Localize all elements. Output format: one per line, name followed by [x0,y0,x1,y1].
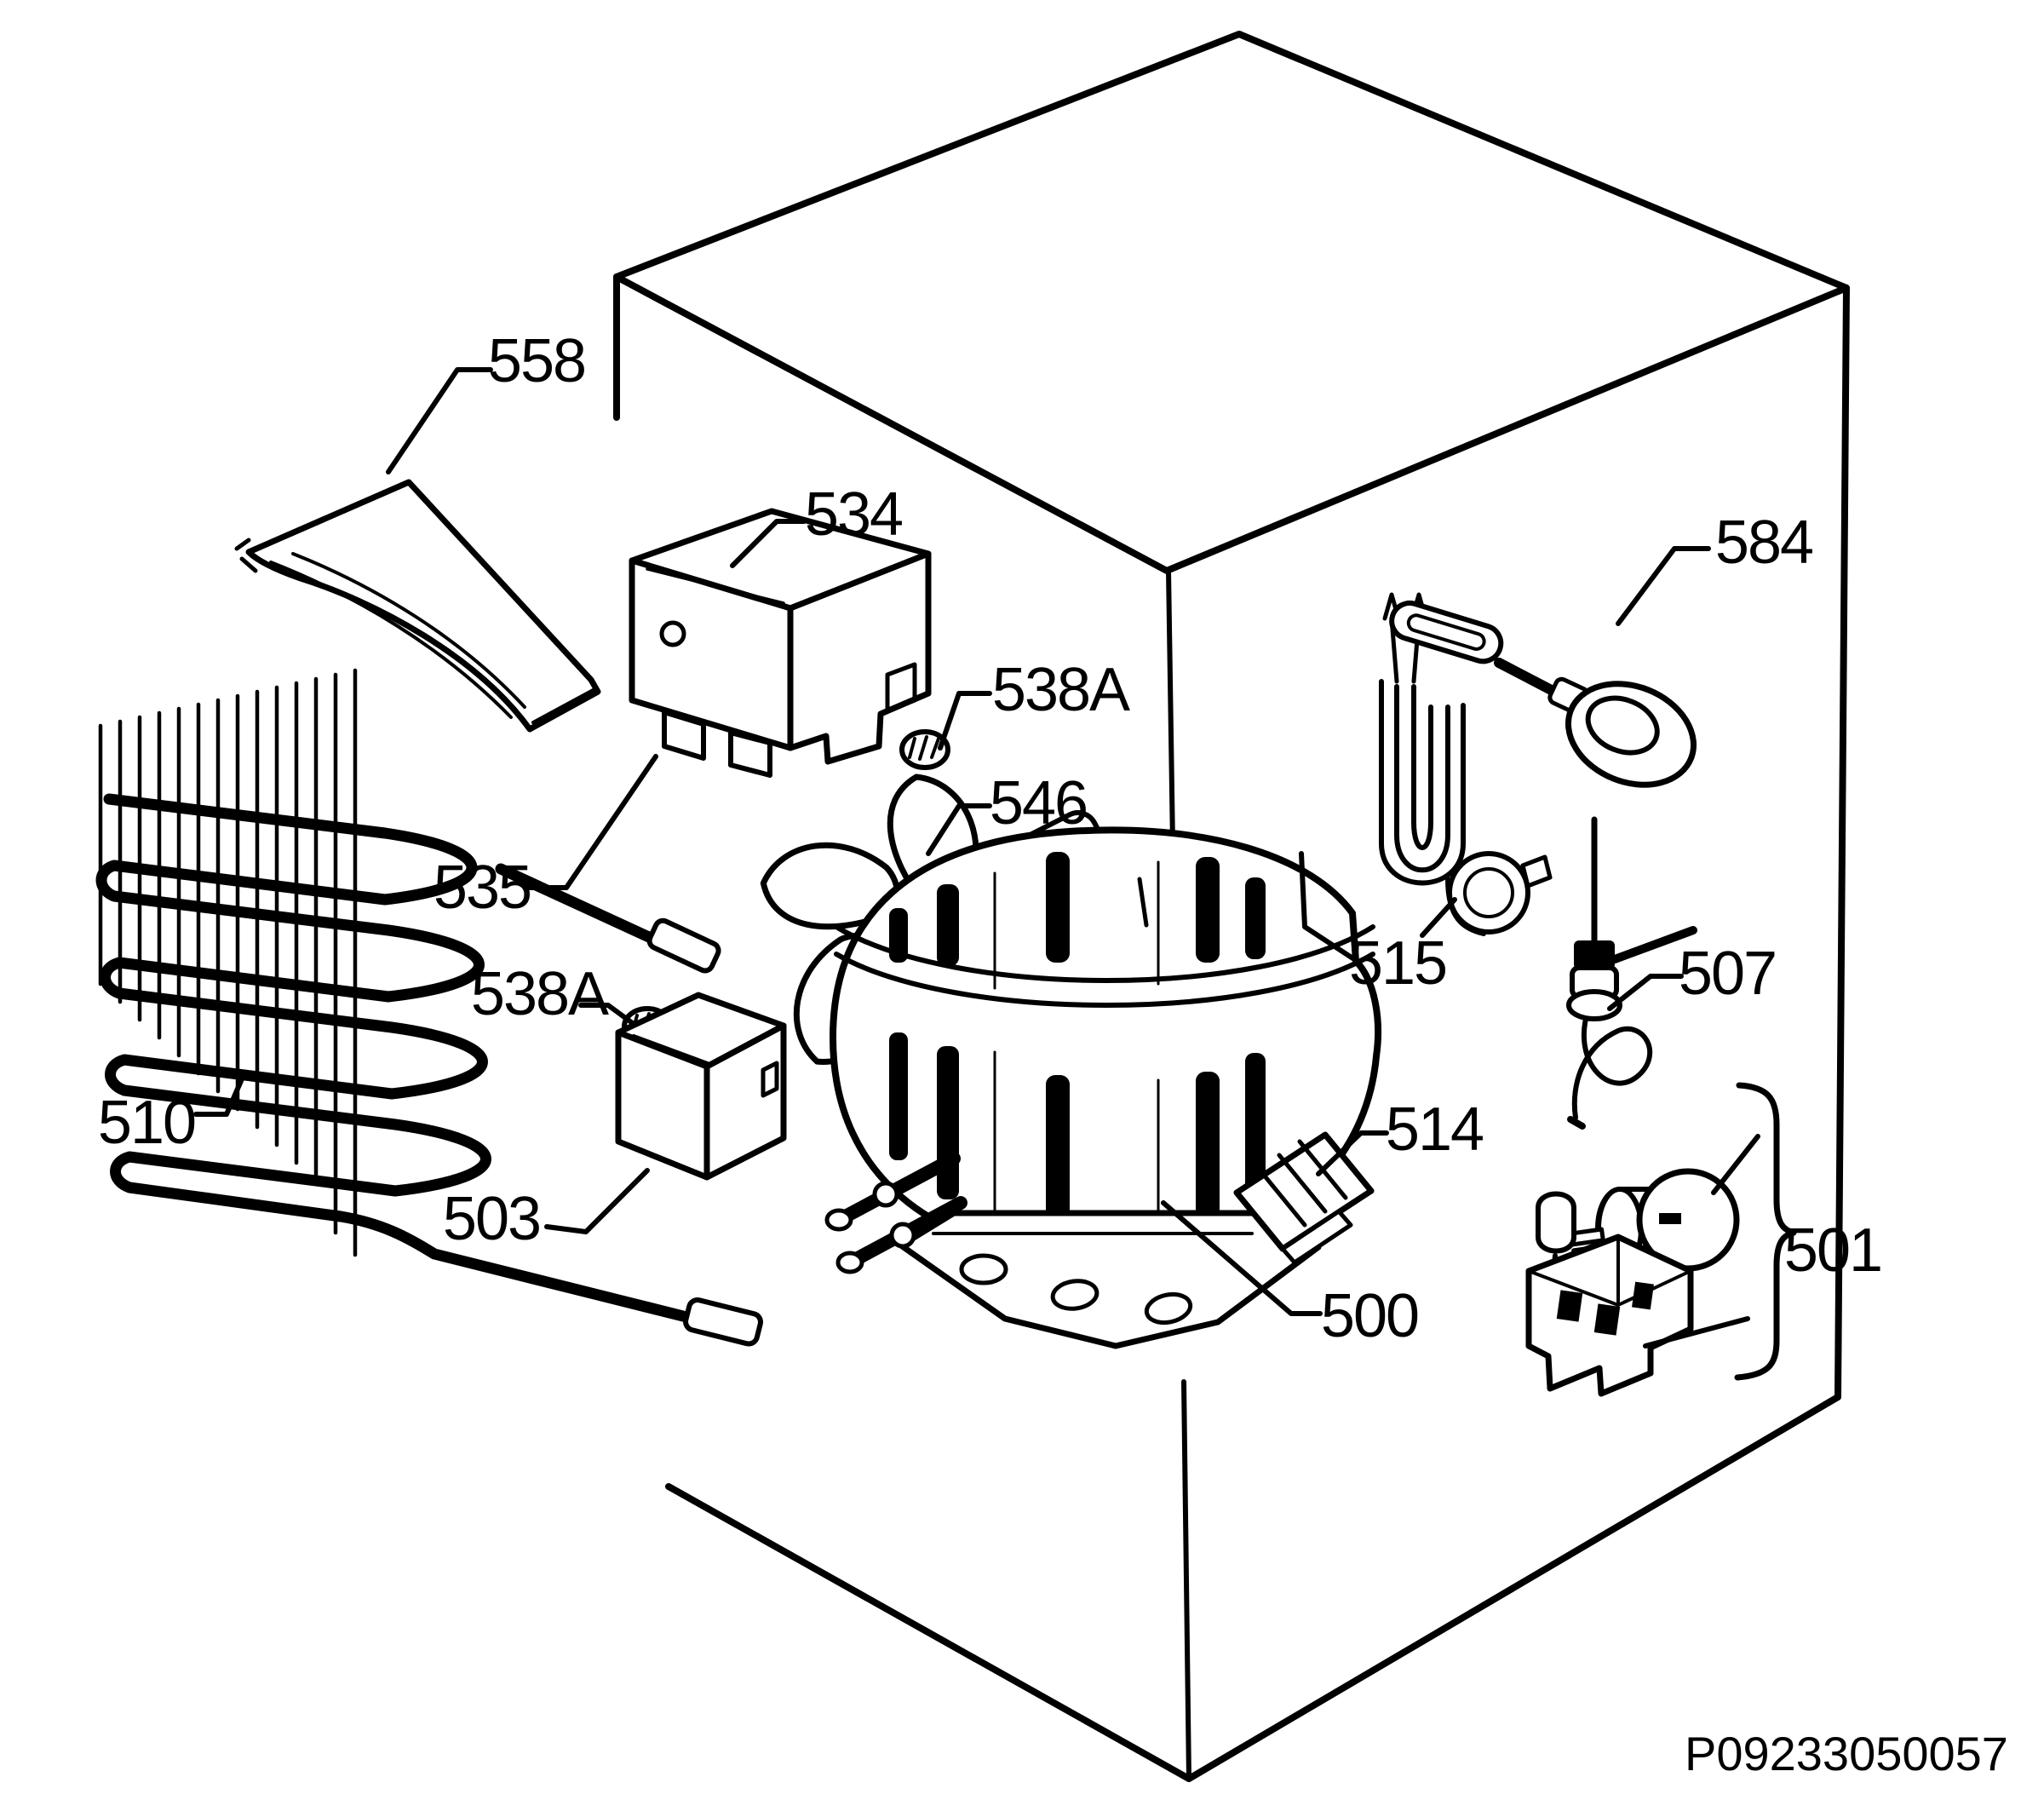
ptc-starter-drawing [615,992,787,1181]
part-label-fan-assembly: 546 [990,769,1087,837]
compressor-drawing [824,826,1382,1349]
compressor-stripes [889,852,1266,1242]
part-label-starter-device: 534 [805,480,902,549]
cabinet-outline [613,31,1850,1782]
evaporator-drawing [95,668,763,1347]
drawing-code: P09233050057 [1685,1727,2008,1780]
probe-drawing [1566,816,1697,1130]
part-label-ptc-starter: 503 [443,1185,540,1253]
leader-service-tool [1616,546,1711,626]
leader-starter-device [730,519,807,568]
brace-501 [1734,1082,1797,1381]
leader-fan-grommet-top [938,691,992,750]
part-label-terminal-connector: 514 [1386,1096,1483,1164]
leader-fan-grommet-left [578,1003,636,1027]
part-label-thermostat-probe: 507 [1679,940,1776,1008]
grommet-top-drawing [899,729,950,770]
part-label-evaporator: 510 [98,1089,195,1157]
leader-defrost-heater [1420,897,1457,938]
evaporator-wires [98,668,358,1257]
leader-fan-assembly [926,803,992,856]
leader-ptc-starter [544,1168,650,1234]
leader-relay-kit [1711,1134,1760,1195]
leader-air-duct-cover [386,367,493,474]
defrost-heater-drawing [1379,592,1553,936]
part-label-defrost-heater: 515 [1349,929,1446,998]
part-label-service-tool: 584 [1715,509,1812,577]
labels-layer: 558 534 535 538A 538A 546 515 507 584 510 503 514 50… [98,327,1883,1350]
leader-terminal-connector [1316,1130,1389,1176]
starter-device-drawing [629,508,932,778]
part-label-fan-grommet-left: 538A [471,960,609,1028]
part-label-compressor: 500 [1321,1282,1418,1350]
part-label-fan-grommet-top: 538A [992,656,1130,724]
leader-relay-kit [1643,1316,1750,1349]
leader-evaporator [193,1073,246,1117]
leader-compressor [1161,1200,1323,1316]
relay-kit-drawing [1525,1082,1797,1397]
leader-thermostat-probe [1607,974,1684,1011]
leader-starter-cover [527,754,658,890]
part-label-air-duct-cover: 558 [488,327,585,395]
air-duct-drawing [234,479,601,733]
service-tool-drawing [1389,600,1697,788]
part-label-starter-cover: 535 [433,854,531,922]
part-label-relay-kit: 501 [1784,1216,1881,1285]
